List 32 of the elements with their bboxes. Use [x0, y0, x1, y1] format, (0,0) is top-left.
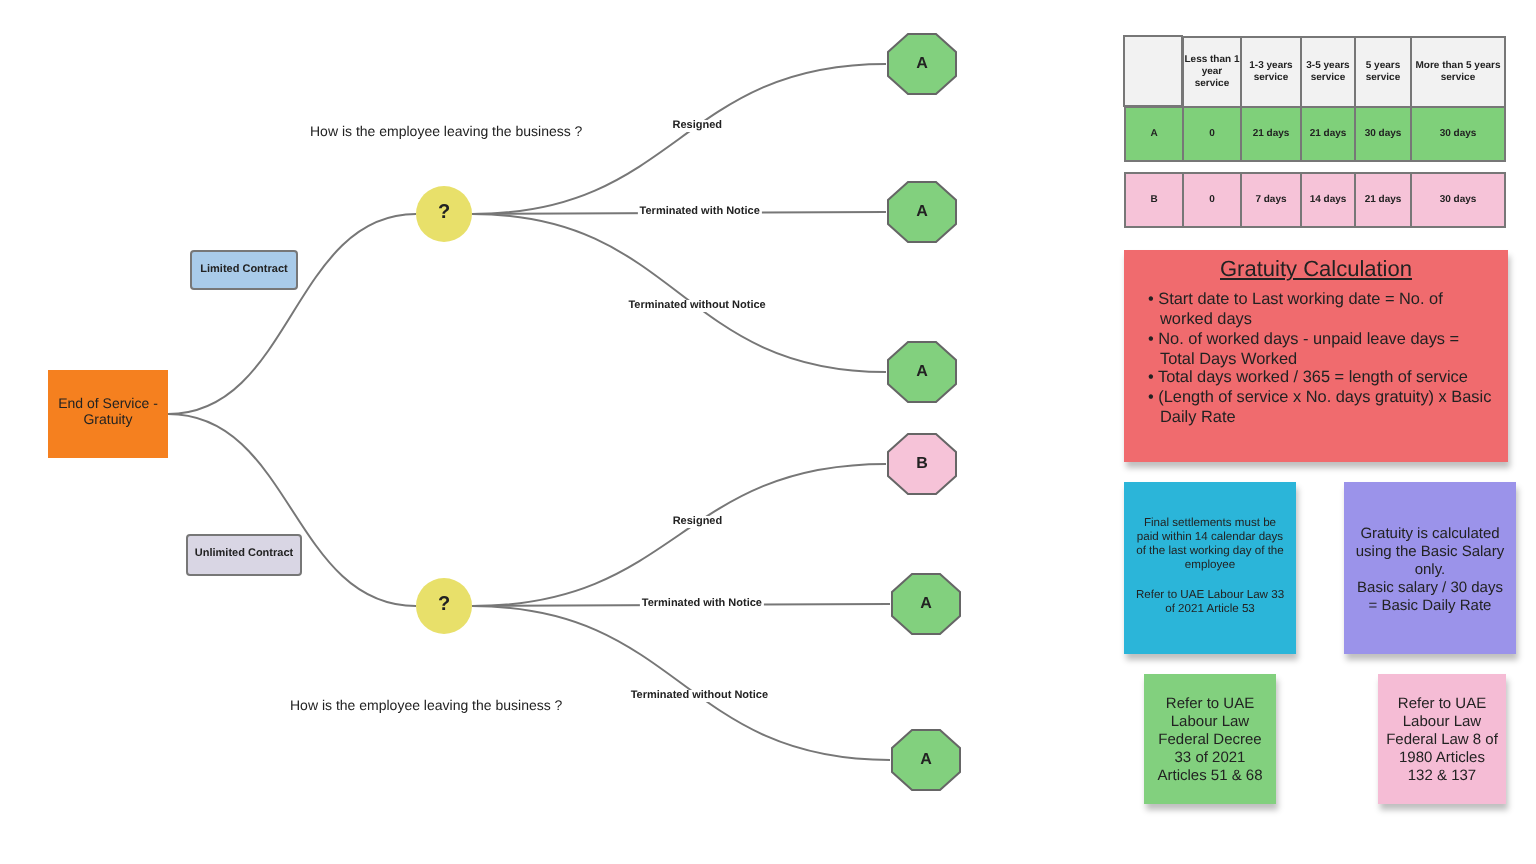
node-symbol: A: [920, 594, 932, 614]
bullet-item: • Total days worked / 365 = length of service: [1148, 368, 1470, 389]
node-symbol: A: [920, 750, 932, 770]
connector: [167, 413, 417, 607]
node-symbol: B: [916, 454, 928, 474]
node-symbol: ?: [437, 594, 451, 618]
decision-circle: [416, 186, 472, 242]
calculation-card: [1124, 250, 1508, 462]
sticky-note: [1344, 482, 1516, 654]
node-symbol: A: [916, 202, 928, 222]
connector: [471, 213, 887, 373]
decision-circle: [416, 578, 472, 634]
node-symbol: A: [916, 54, 928, 74]
outcome-octagon: [886, 32, 958, 96]
outcome-octagon: [886, 432, 958, 496]
sticky-note: [1124, 482, 1296, 654]
bullet-item: • (Length of service x No. days gratuity) x Basic Daily Rate: [1148, 388, 1494, 428]
outcome-octagon: [886, 180, 958, 244]
sticky-note: [1144, 674, 1276, 804]
node-symbol: A: [916, 362, 928, 382]
outcome-octagon: [886, 340, 958, 404]
bullet-item: • No. of worked days - unpaid leave days = Total Days Worked: [1148, 329, 1462, 369]
start-box: [48, 370, 168, 458]
outcome-octagon: [890, 728, 962, 792]
card-heading: Gratuity Calculation: [1220, 258, 1412, 282]
bullet-item: • Start date to Last working date = No. of worked days: [1148, 290, 1445, 330]
sticky-note: [1378, 674, 1506, 804]
node-symbol: ?: [437, 202, 451, 226]
contract-tag: [190, 250, 298, 290]
outcome-octagon: [890, 572, 962, 636]
connector: [471, 605, 891, 761]
contract-tag: [186, 534, 302, 576]
